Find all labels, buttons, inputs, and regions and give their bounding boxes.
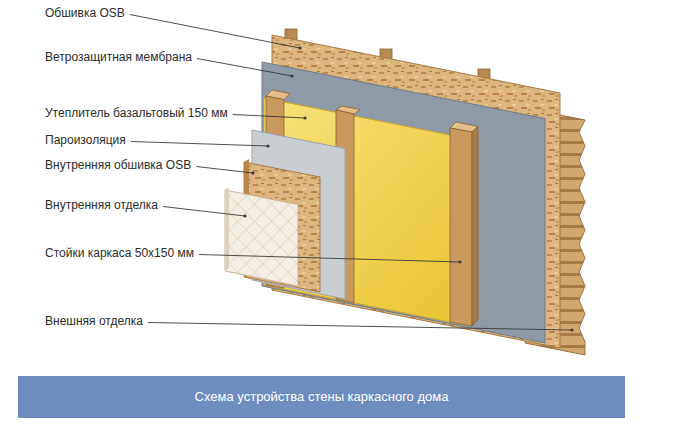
caption-text: Схема устройства стены каркасного дома	[18, 376, 625, 418]
interior-finish-edge	[225, 187, 229, 271]
leader-line	[148, 323, 572, 331]
leader-end-dot	[570, 328, 573, 331]
leader-line	[130, 15, 300, 49]
leader-end-dot	[251, 171, 254, 174]
leader-end-dot	[298, 46, 301, 49]
part-label: Обшивка OSB	[45, 6, 125, 21]
leader-line	[233, 115, 305, 119]
leader-line	[199, 255, 460, 263]
leader-line	[196, 167, 253, 174]
part-label: Внутренняя отделка	[45, 198, 158, 213]
leader-end-dot	[458, 260, 461, 263]
part-label: Утеплитель базальтовый 150 мм	[45, 106, 228, 121]
part-label: Пароизоляция	[45, 133, 126, 148]
leader-end-dot	[243, 214, 246, 217]
stud-side-face	[472, 126, 478, 326]
part-label: Ветрозащитная мембрана	[45, 50, 192, 65]
leader-end-dot	[303, 116, 306, 119]
leader-line	[197, 59, 292, 77]
leader-end-dot	[290, 74, 293, 77]
part-label: Стойки каркаса 50х150 мм	[45, 246, 194, 261]
leader-end-dot	[266, 144, 269, 147]
frame-stud	[450, 128, 472, 326]
leader-line	[131, 142, 268, 147]
part-label: Внутренняя обшивка OSB	[45, 158, 191, 173]
part-label: Внешняя отделка	[45, 314, 143, 329]
leader-line	[163, 207, 245, 217]
interior-finish	[225, 190, 298, 286]
